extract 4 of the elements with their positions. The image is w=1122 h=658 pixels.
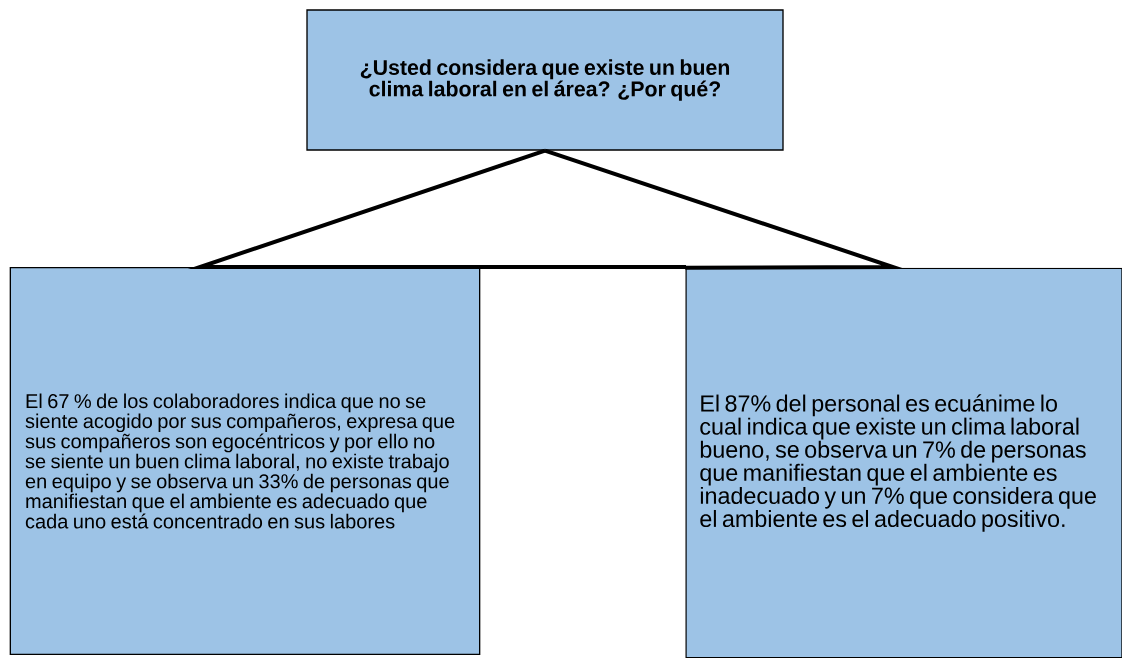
text-box: El 67 % de los colaboradores indica que no se siente acogido por sus compañeros, expresa que sus compañeros son egocéntricos y por ello no se siente un buen clima laboral, no existe trabajo en equipo y se observa un 33% de personas que manifiestan que el ambiente es adecuado que cada uno está concentrado en sus labores bbox=[9, 267, 481, 655]
text-box: ¿Usted considera que existe un buen clima laboral en el área? ¿Por qué? bbox=[306, 9, 784, 151]
connector-line bbox=[187, 148, 546, 269]
text-box: El 87% del personal es ecuánime lo cual indica que existe un clima laboral bueno, se observa un 7% de personas que manifiestan que el ambiente es inadecuado y un 7% que considera que el ambiente es el adecuado positivo. bbox=[685, 267, 1122, 658]
